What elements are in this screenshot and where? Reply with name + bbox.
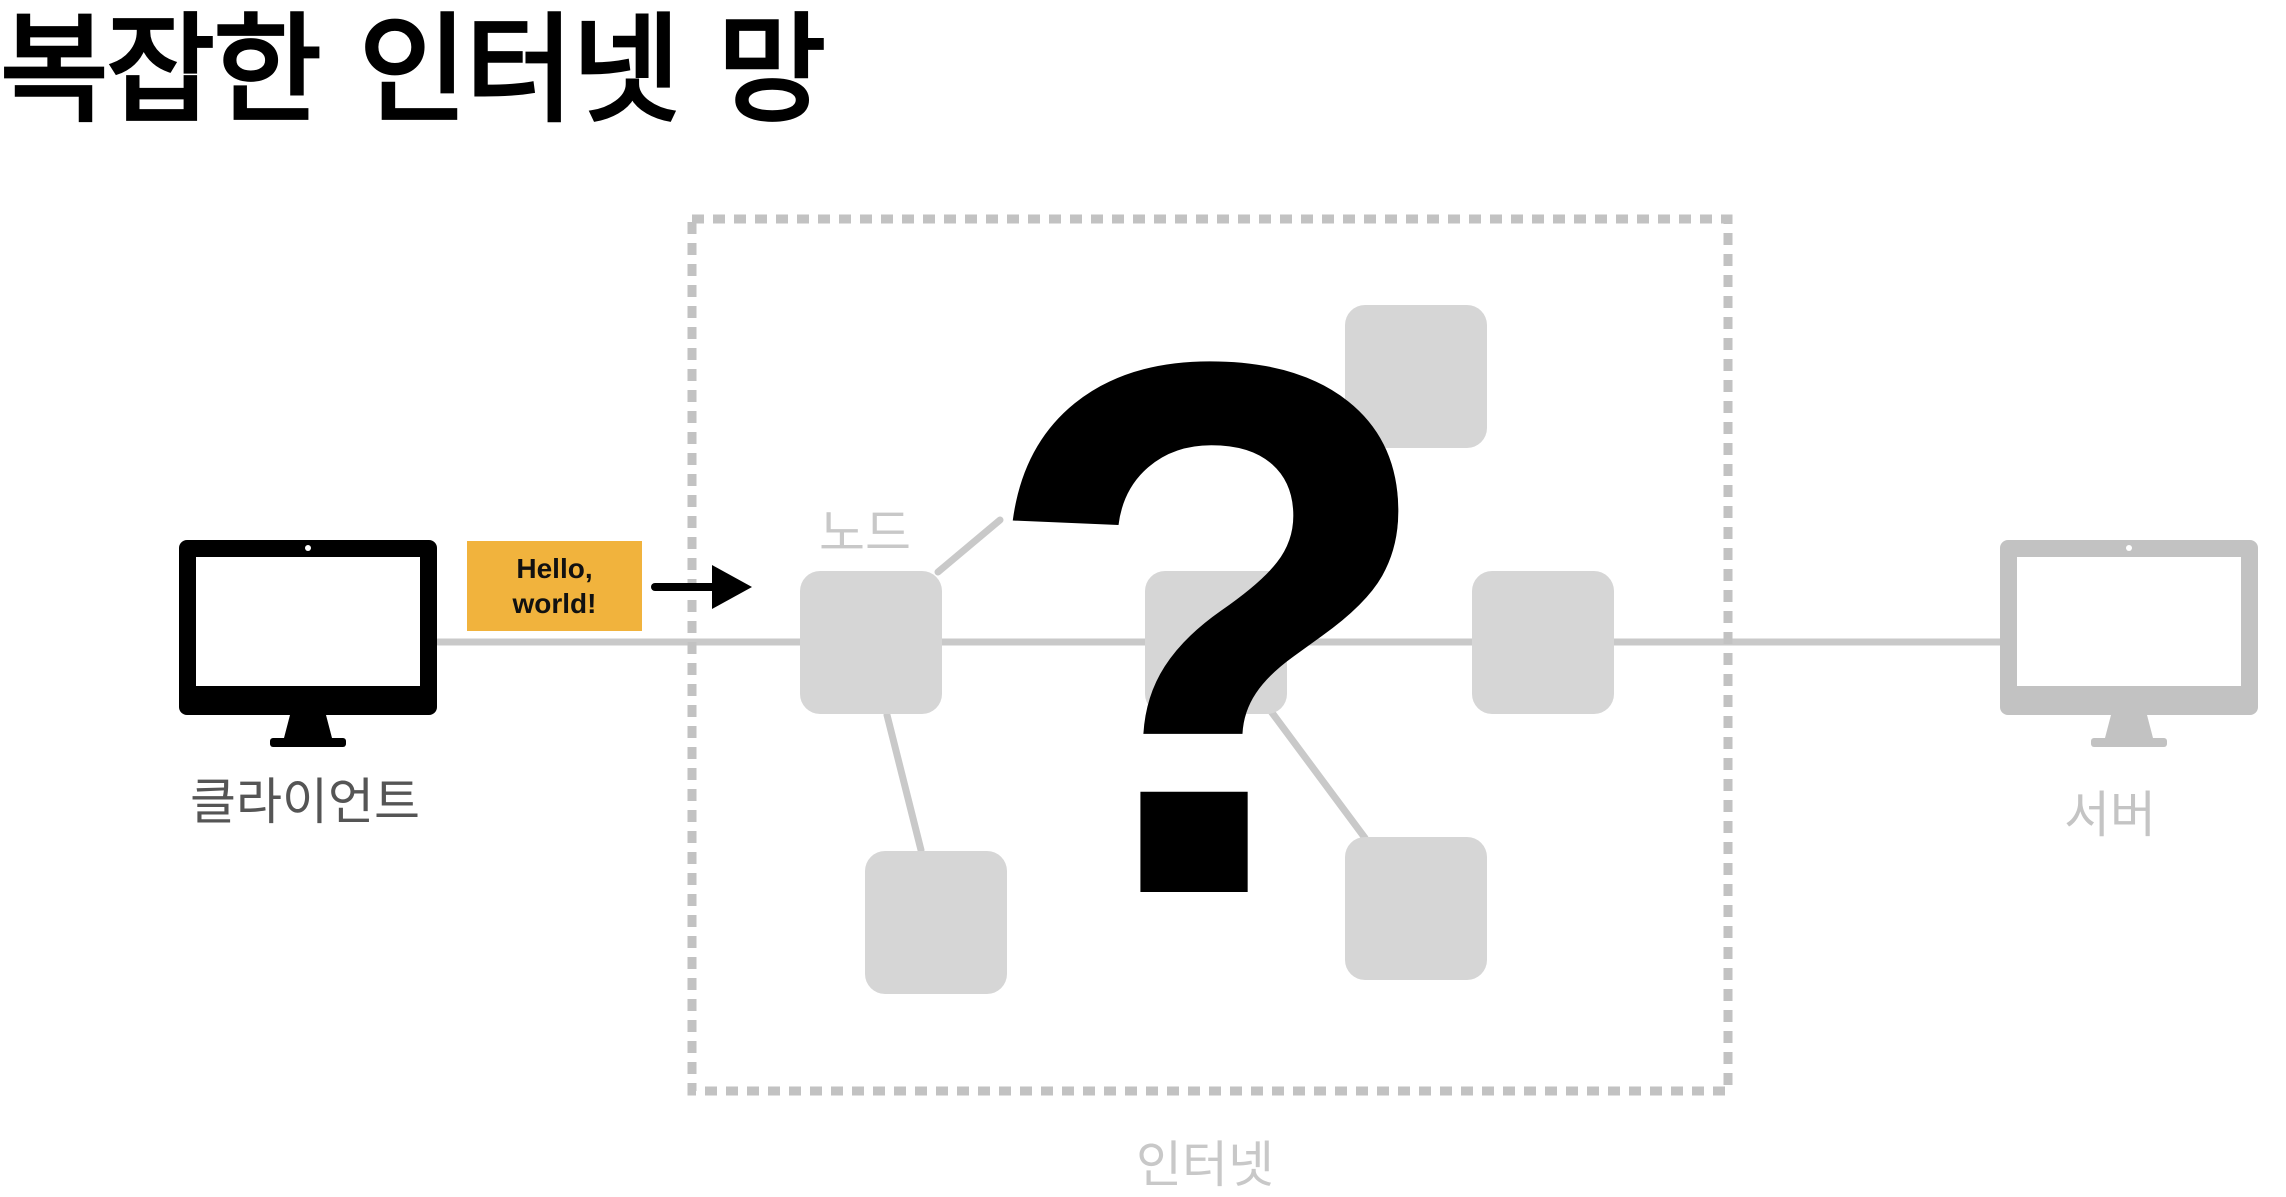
right-arrow-icon xyxy=(651,565,752,609)
page-title: 복잡한 인터넷 망 xyxy=(0,1,826,139)
message-line-2: world! xyxy=(512,588,597,619)
node-b xyxy=(1145,571,1287,714)
node-bottom-right xyxy=(1345,837,1487,980)
server-label: 서버 xyxy=(2064,786,2156,844)
internet-label: 인터넷 xyxy=(1136,1136,1274,1194)
network-nodes xyxy=(800,305,1614,994)
connection-lines xyxy=(434,516,2007,854)
node-c xyxy=(1472,571,1614,714)
node-top-right xyxy=(1345,305,1487,448)
client-label: 클라이언트 xyxy=(190,773,420,831)
node-label: 노드 xyxy=(819,504,911,562)
client-monitor-icon xyxy=(179,540,437,747)
server-monitor-icon xyxy=(2000,540,2258,747)
node-bottom-left xyxy=(865,851,1007,994)
internet-boundary xyxy=(687,214,1733,1096)
node-a xyxy=(800,571,942,714)
message-line-1: Hello, xyxy=(516,553,593,584)
line-node-b-to-bottom-right xyxy=(1266,706,1369,842)
line-node-a-to-bottom-left xyxy=(883,711,925,854)
question-mark-icon: ? xyxy=(977,205,1443,1054)
line-node-a-to-top xyxy=(934,516,1004,576)
message-packet: Hello, world! xyxy=(467,541,642,631)
